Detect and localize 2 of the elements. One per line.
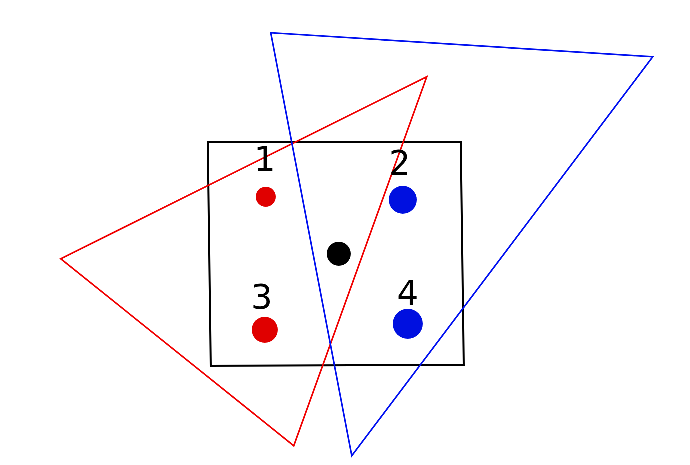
callout-number: 4 — [397, 277, 419, 311]
callout-number: 3 — [251, 281, 273, 315]
